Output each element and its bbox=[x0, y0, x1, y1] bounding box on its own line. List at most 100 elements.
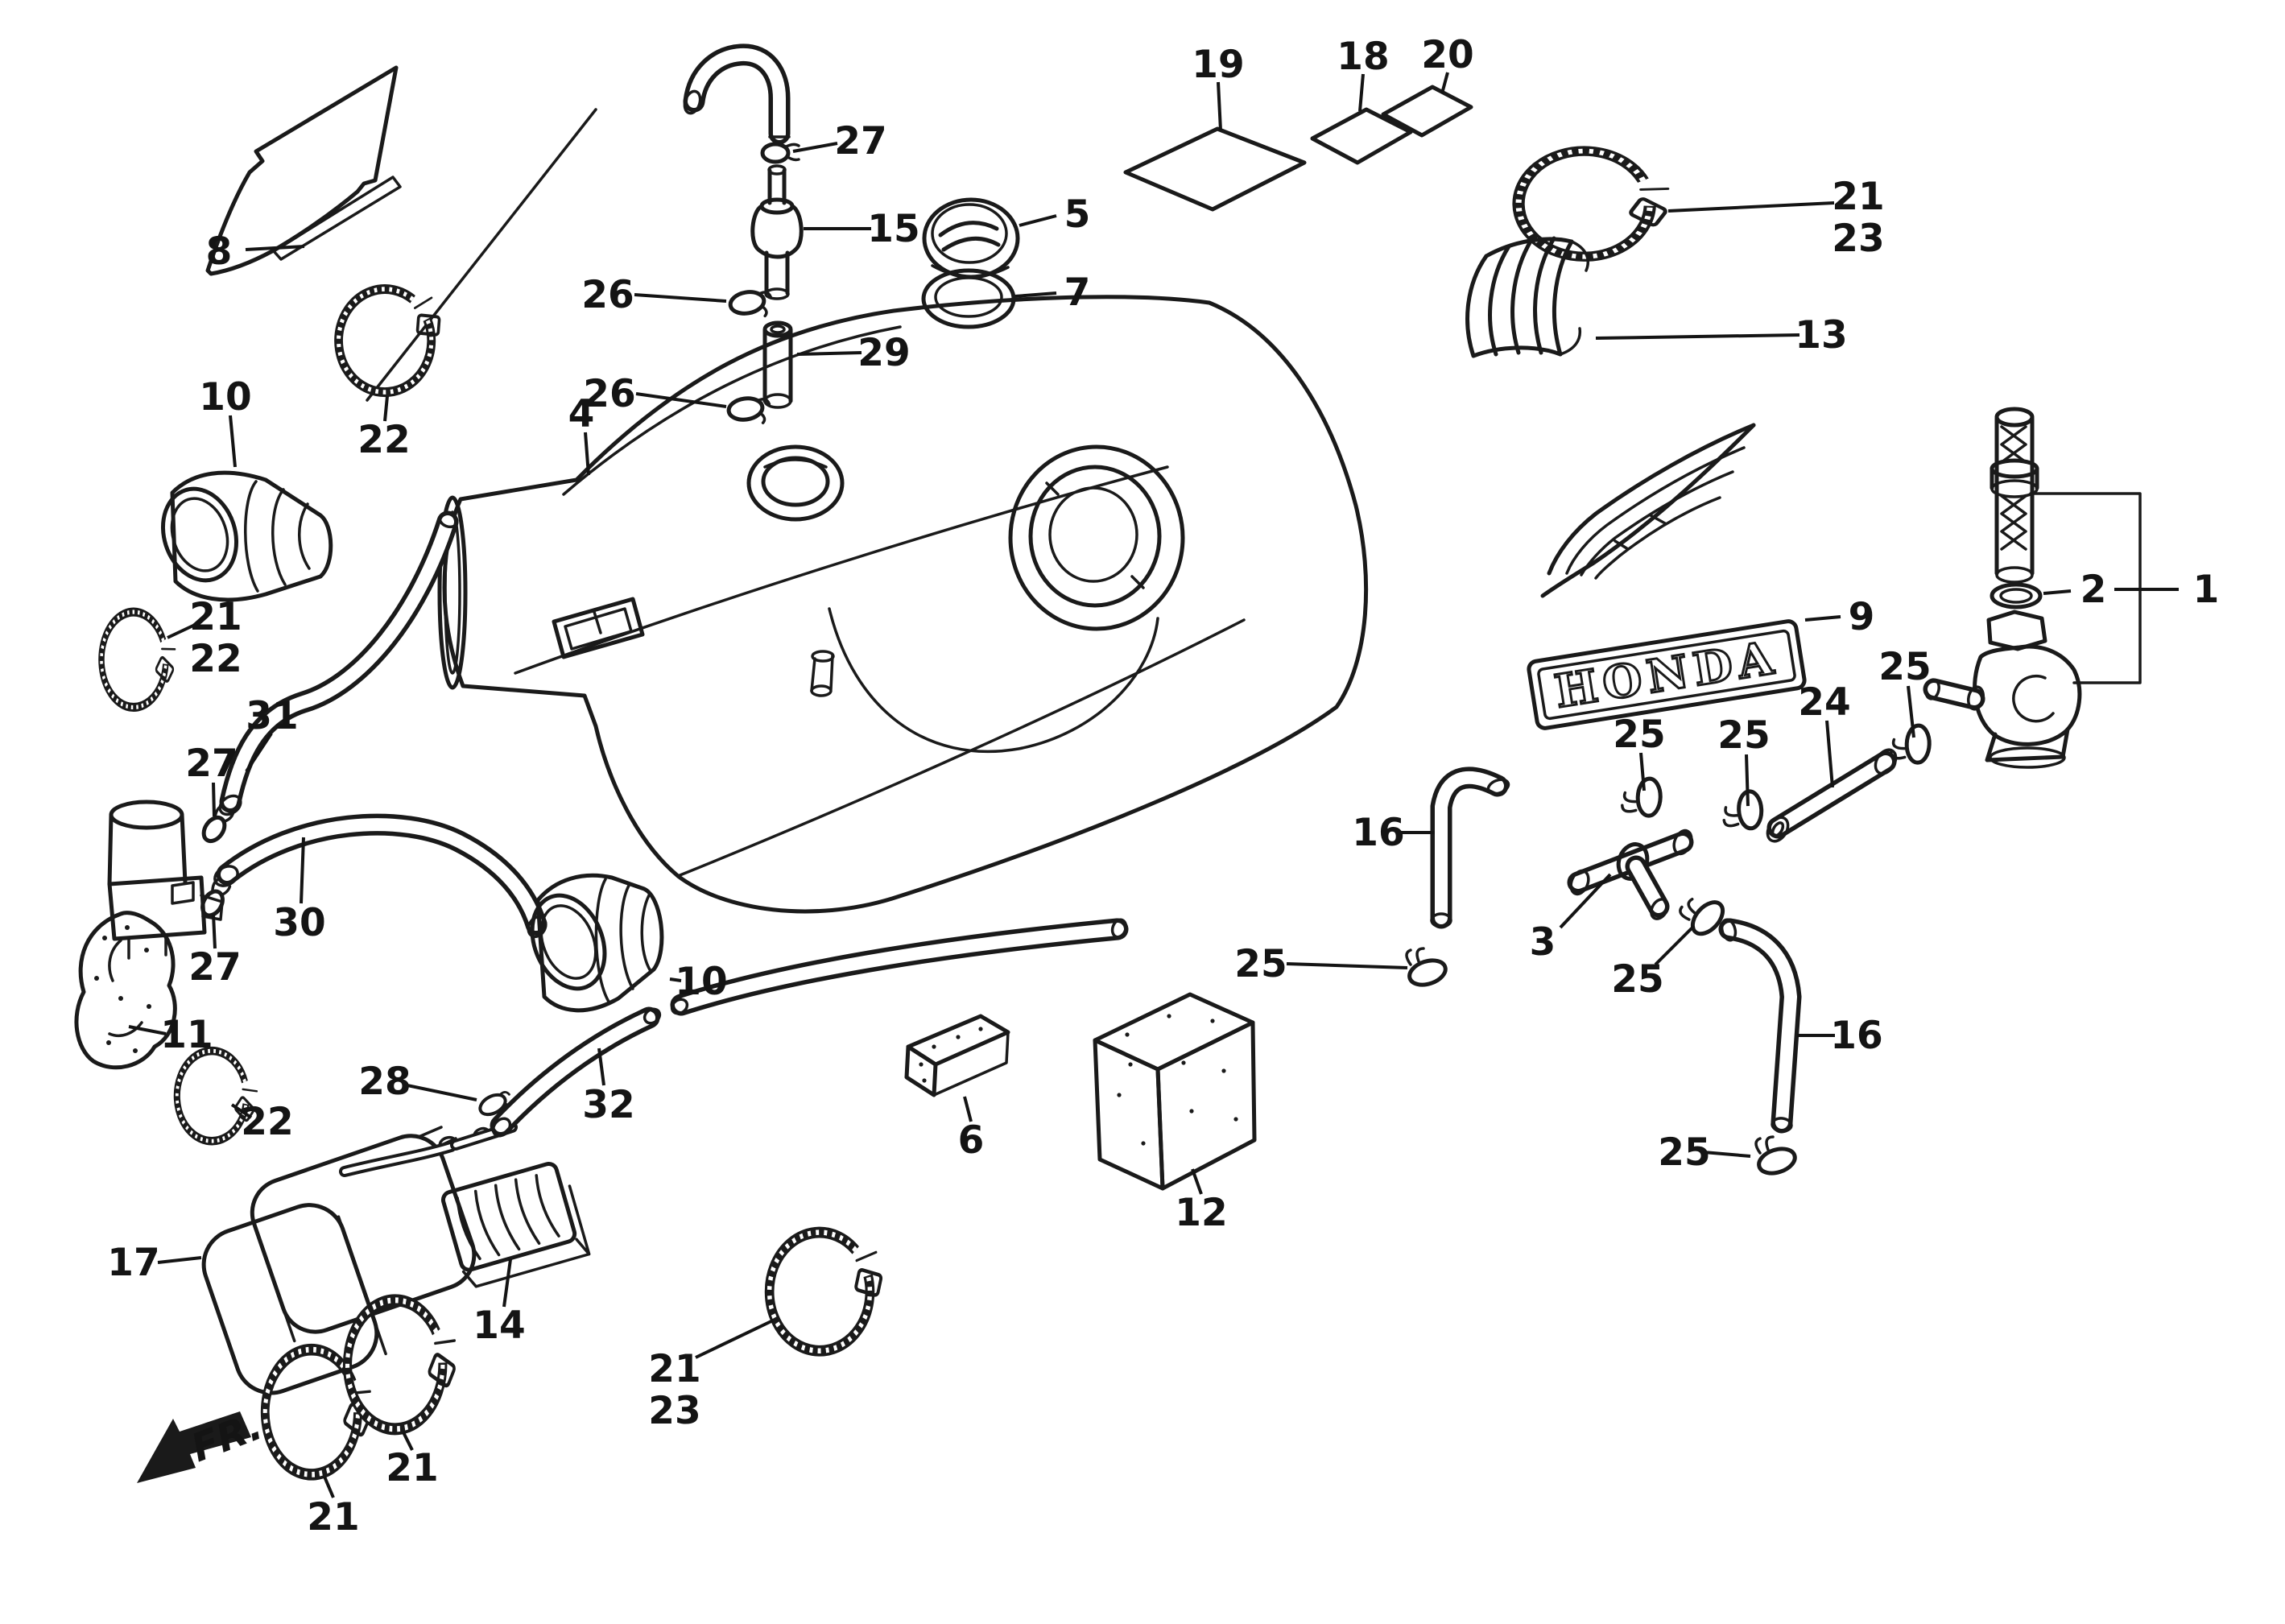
filler-cap-5 bbox=[922, 197, 1020, 279]
callout-18: 18 bbox=[1337, 35, 1390, 112]
callout-16: 16 bbox=[1352, 811, 1435, 855]
canister-17 bbox=[201, 1126, 490, 1395]
hose-30 bbox=[213, 813, 547, 939]
svg-text:32: 32 bbox=[582, 1083, 634, 1127]
svg-text:12: 12 bbox=[1175, 1191, 1227, 1235]
fuel-valve-15 bbox=[750, 164, 804, 300]
callout-16: 16 bbox=[1797, 1014, 1883, 1058]
hose-band-21-23-lower bbox=[764, 1225, 887, 1357]
tank-cushion-13 bbox=[1465, 236, 1589, 358]
callout-5: 5 bbox=[1019, 192, 1090, 237]
svg-text:13: 13 bbox=[1795, 313, 1847, 357]
svg-text:27: 27 bbox=[185, 742, 238, 786]
rubber-holder-11 bbox=[74, 911, 177, 1070]
filler-neck-ring bbox=[746, 444, 845, 522]
front-direction-label: FR. bbox=[185, 1403, 268, 1471]
callout-11: 11 bbox=[128, 1013, 213, 1057]
hose-32 bbox=[490, 918, 1129, 1138]
svg-text:7: 7 bbox=[1064, 271, 1091, 315]
callout-27: 27 bbox=[188, 914, 242, 990]
callout-3: 3 bbox=[1530, 873, 1612, 965]
callout-26: 26 bbox=[581, 273, 727, 317]
callout-27: 27 bbox=[792, 119, 887, 163]
svg-text:16: 16 bbox=[1352, 811, 1404, 855]
foam-packing-12 bbox=[1093, 992, 1257, 1191]
tube-24 bbox=[1766, 748, 1898, 843]
o-ring-2 bbox=[1990, 582, 2043, 610]
pump-plate-ring bbox=[1008, 444, 1185, 631]
svg-text:1: 1 bbox=[2193, 568, 2220, 612]
svg-text:25: 25 bbox=[1611, 957, 1663, 1002]
svg-text:22: 22 bbox=[241, 1100, 293, 1144]
callout-30: 30 bbox=[273, 837, 326, 945]
callout-27: 27 bbox=[185, 742, 238, 817]
svg-text:26: 26 bbox=[581, 273, 634, 317]
callout-17: 17 bbox=[107, 1241, 202, 1285]
svg-text:30: 30 bbox=[273, 901, 325, 945]
callout-10: 10 bbox=[669, 960, 728, 1004]
callout-21: 21 bbox=[386, 1432, 439, 1490]
callout-4: 4 bbox=[568, 392, 594, 476]
svg-text:26: 26 bbox=[583, 372, 635, 416]
callout-32: 32 bbox=[582, 1048, 635, 1127]
filler-ring-7 bbox=[921, 268, 1016, 329]
svg-text:3: 3 bbox=[1530, 920, 1556, 965]
callout-25: 25 bbox=[1717, 713, 1771, 807]
svg-text:20: 20 bbox=[1421, 33, 1473, 77]
svg-text:27: 27 bbox=[834, 119, 886, 163]
callout-1: 1 bbox=[2193, 568, 2220, 612]
callout-14: 14 bbox=[473, 1258, 526, 1348]
hose-band-22-upper bbox=[328, 274, 453, 403]
svg-text:21: 21 bbox=[386, 1446, 438, 1490]
callout-25: 25 bbox=[1234, 942, 1408, 986]
callout-12: 12 bbox=[1175, 1168, 1228, 1235]
svg-text:9: 9 bbox=[1849, 595, 1875, 639]
svg-text:21: 21 bbox=[307, 1495, 359, 1539]
connecting-tube-10-upper bbox=[160, 470, 333, 602]
svg-text:31: 31 bbox=[246, 694, 298, 738]
hose-16-right bbox=[1718, 918, 1802, 1134]
callout-29: 29 bbox=[796, 331, 911, 375]
label-sheet-20 bbox=[1381, 85, 1473, 138]
callout-25: 25 bbox=[1878, 645, 1932, 738]
svg-text:8: 8 bbox=[206, 229, 233, 274]
svg-text:11: 11 bbox=[160, 1013, 213, 1057]
purge-valve bbox=[107, 800, 224, 960]
svg-text:19: 19 bbox=[1192, 43, 1244, 87]
svg-text:25: 25 bbox=[1878, 645, 1931, 689]
svg-text:10: 10 bbox=[675, 960, 727, 1004]
svg-text:25: 25 bbox=[1234, 942, 1287, 986]
callout-21: 21 bbox=[307, 1476, 360, 1539]
label-sheet-18 bbox=[1310, 107, 1413, 165]
callout-31: 31 bbox=[245, 694, 299, 773]
clip-25-g bbox=[1756, 1137, 1798, 1177]
fuel-tank bbox=[366, 108, 1369, 914]
svg-text:24: 24 bbox=[1798, 680, 1850, 725]
hose-31 bbox=[218, 510, 459, 816]
breather-pipe bbox=[683, 43, 791, 145]
callout-8: 8 bbox=[206, 229, 305, 274]
svg-text:25: 25 bbox=[1613, 713, 1665, 757]
svg-text:25: 25 bbox=[1658, 1130, 1710, 1175]
label-sheet-19 bbox=[1123, 126, 1307, 212]
callout-28: 28 bbox=[358, 1060, 477, 1104]
hose-16-left bbox=[1430, 767, 1510, 929]
callout-26: 26 bbox=[583, 372, 727, 416]
joint-tube-29 bbox=[762, 320, 793, 409]
callout-25: 25 bbox=[1658, 1130, 1751, 1175]
callout-25: 25 bbox=[1613, 713, 1666, 791]
callout-22: 22 bbox=[230, 1100, 294, 1144]
fuel-strainer bbox=[1990, 407, 2039, 584]
svg-text:6: 6 bbox=[958, 1118, 985, 1163]
svg-text:14: 14 bbox=[473, 1304, 525, 1348]
foam-packing-6 bbox=[904, 1014, 1010, 1097]
callout-25: 25 bbox=[1611, 924, 1696, 1002]
